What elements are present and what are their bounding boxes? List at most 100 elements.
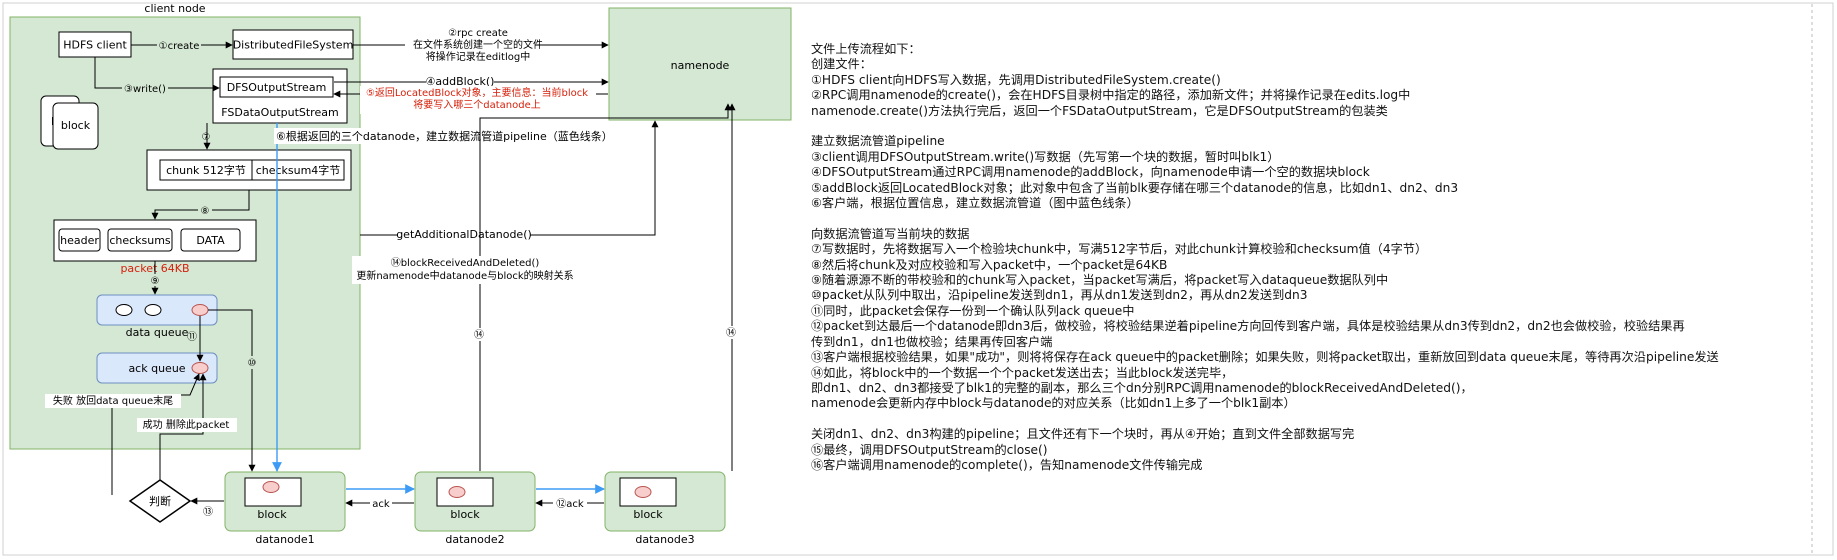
- decision-diamond[interactable]: [128, 479, 192, 523]
- edge-write: [94, 57, 220, 92]
- edge-rpc-label-3: 将操作记录在editlog中: [426, 50, 530, 63]
- ack-queue-packet: [191, 362, 209, 374]
- data-queue-packet-current: [191, 304, 209, 316]
- hdfs-client-label: HDFS client: [63, 39, 127, 52]
- notes-line: ⑥客户端，根据位置信息，建立数据流管道（图中蓝色线条）: [811, 196, 1139, 211]
- packet-checksums-box: [107, 228, 173, 252]
- datanode1-block-label: block: [257, 508, 287, 521]
- ack-queue-box[interactable]: [96, 352, 218, 384]
- notes-spacer: [811, 412, 1821, 427]
- block-card-front[interactable]: [52, 102, 99, 150]
- datanode2-block-label: block: [450, 508, 480, 521]
- notes-line: ⑬客户端根据校验结果，如果"成功"，则将将保存在ack queue中的packe…: [811, 350, 1719, 365]
- edge-step-8-label-bg: [198, 204, 212, 217]
- datanode3-block-box: [619, 477, 677, 507]
- edge-block-received-label-2: 更新namenode中datanode与block的映射关系: [356, 269, 573, 282]
- namenode-label: namenode: [671, 59, 730, 72]
- edge-14a-label-bg: [472, 328, 487, 341]
- edge-block-received-dn2: [479, 103, 732, 471]
- edge-14b-label: ⑭: [726, 327, 736, 339]
- edge-write-label: ③write(): [124, 84, 166, 95]
- notes-line: ⑯客户端调用namenode的complete()，告知namenode文件传输…: [811, 457, 1203, 472]
- notes-line: ⑨随着源源不断的带校验和的chunk写入packet，当packet写满后，将p…: [811, 273, 1389, 288]
- datanode3-packet: [634, 486, 652, 498]
- edge-success-delete: [159, 373, 207, 480]
- client-node-label: client node: [144, 2, 205, 15]
- edge-step-9-label: ⑨: [151, 276, 160, 287]
- edge-get-additional-label-bg: [398, 228, 530, 242]
- datanode2-packet: [448, 486, 466, 498]
- namenode-box[interactable]: [608, 7, 792, 121]
- edge-add-block-label: ④addBlock(): [426, 75, 495, 88]
- edge-success-label: 成功 删除此packet: [143, 418, 230, 431]
- notes-line: 建立数据流管道pipeline: [811, 134, 945, 149]
- fsdata-output-stream-label: FSDataOutputStream: [221, 106, 338, 119]
- edge-write-label-bg: [122, 81, 168, 95]
- notes-spacer: [811, 119, 1821, 134]
- notes-line: 向数据流管道写当前块的数据: [811, 226, 970, 241]
- edge-success-label-bg: [137, 418, 237, 432]
- edge-get-additional-label: getAdditionalDatanode(): [396, 228, 532, 241]
- edge-step-13-label: ⑬: [203, 506, 213, 518]
- edge-block-received-label-bg: [352, 256, 586, 284]
- edge-fail-label: 失败 放回data queue末尾: [53, 394, 173, 407]
- datanode3-block-label: block: [633, 508, 663, 521]
- edge-rpc-label-bg: [405, 26, 535, 64]
- data-queue-packet-1: [115, 304, 133, 316]
- datanode1-label: datanode1: [255, 533, 314, 546]
- edge-block-received-label-1: ⑭blockReceivedAndDeleted(): [391, 257, 540, 269]
- edge-ack-label-bg: [370, 497, 392, 510]
- edge-ack-label: ack: [372, 499, 390, 510]
- edge-step-10-label: ⑩: [248, 358, 257, 369]
- notes-line: ⑧然后将chunk及对应校验和写入packet中，一个packet是64KB: [811, 257, 1168, 272]
- edge-return-label-1: ⑤返回LocatedBlock对象，主要信息：当前block: [366, 86, 588, 99]
- dfs-output-stream-box[interactable]: [219, 76, 334, 98]
- notes-line: ①HDFS client向HDFS写入数据，先调用DistributedFile…: [811, 72, 1221, 87]
- data-queue-packet-2: [144, 304, 162, 316]
- notes-spacer: [811, 211, 1821, 226]
- packet-header-box: [58, 228, 101, 252]
- block-card-front-label: block: [61, 119, 91, 132]
- pipeline-label-bg: [274, 128, 632, 144]
- notes-line: 关闭dn1、dn2、dn3构建的pipeline；且文件还有下一个块时，再从④开…: [811, 427, 1355, 442]
- datanode2-label: datanode2: [445, 533, 504, 546]
- dfs-output-stream-label: DFSOutputStream: [227, 81, 327, 94]
- edge-return-label-bg: [360, 86, 596, 114]
- hdfs-client-box[interactable]: [58, 31, 132, 58]
- distributed-fs-label: DistributedFileSystem: [233, 39, 354, 52]
- edge-rpc-label-2: 在文件系统创建一个空的文件: [413, 38, 543, 51]
- edge-create-label: ①create: [159, 41, 200, 52]
- edge-step-10: [208, 309, 256, 472]
- upload-flow-notes: 文件上传流程如下：创建文件：①HDFS client向HDFS写入数据，先调用D…: [811, 42, 1821, 473]
- notes-line: ④DFSOutputStream通过RPC调用namenode的addBlock…: [811, 165, 1370, 180]
- decision-label: 判断: [149, 494, 171, 508]
- datanode3-label: datanode3: [635, 533, 694, 546]
- notes-line: namenode.create()方法执行完后，返回一个FSDataOutput…: [811, 103, 1388, 118]
- notes-line: ⑤addBlock返回LocatedBlock对象；此对象中包含了当前blk要存…: [811, 180, 1459, 195]
- packet-checksums-label: checksums: [109, 234, 171, 247]
- notes-line: 即dn1、dn2、dn3都接受了blk1的完整的副本，那么三个dn分别RPC调用…: [811, 380, 1473, 395]
- edge-step-8-label: ⑧: [201, 206, 210, 217]
- edge-step-7-label: ⑦: [202, 132, 211, 143]
- edge-rpc-label-1: ②rpc create: [448, 28, 508, 39]
- notes-line: 传到dn1，dn1也做校验；结果再传回客户端: [811, 334, 1053, 349]
- chunk-label: chunk 512字节: [166, 163, 246, 177]
- ack-queue-label: ack queue: [128, 362, 185, 375]
- checksum-label: checksum4字节: [256, 163, 341, 177]
- packet-data-box: [180, 228, 241, 252]
- edge-create-label-bg: [157, 38, 201, 52]
- notes-line: ⑭如此，将block中的一个数据一个个packet发送出去；当此block发送完…: [811, 365, 1234, 380]
- edge-step-9-label-bg: [148, 274, 162, 286]
- notes-line: ⑫packet到达最后一个datanode即dn3后，做校验，将校验结果逆着pi…: [811, 319, 1685, 334]
- edge-14a-label: ⑭: [474, 329, 484, 341]
- notes-line: ③client调用DFSOutputStream.write()写数据（先写第一…: [811, 149, 1280, 164]
- notes-line: ⑦写数据时，先将数据写入一个检验块chunk中，写满512字节后，对此chunk…: [811, 242, 1428, 257]
- notes-line: namenode会更新内存中block与datanode的对应关系（比如dn1上…: [811, 396, 1296, 411]
- notes-line: ⑮最终，调用DFSOutputStream的close(): [811, 442, 1048, 457]
- packet-header-label: header: [60, 234, 99, 247]
- edge-fail-label-bg: [45, 394, 181, 408]
- data-queue-label: data queue: [126, 326, 189, 339]
- notes-line: 文件上传流程如下：: [811, 42, 921, 56]
